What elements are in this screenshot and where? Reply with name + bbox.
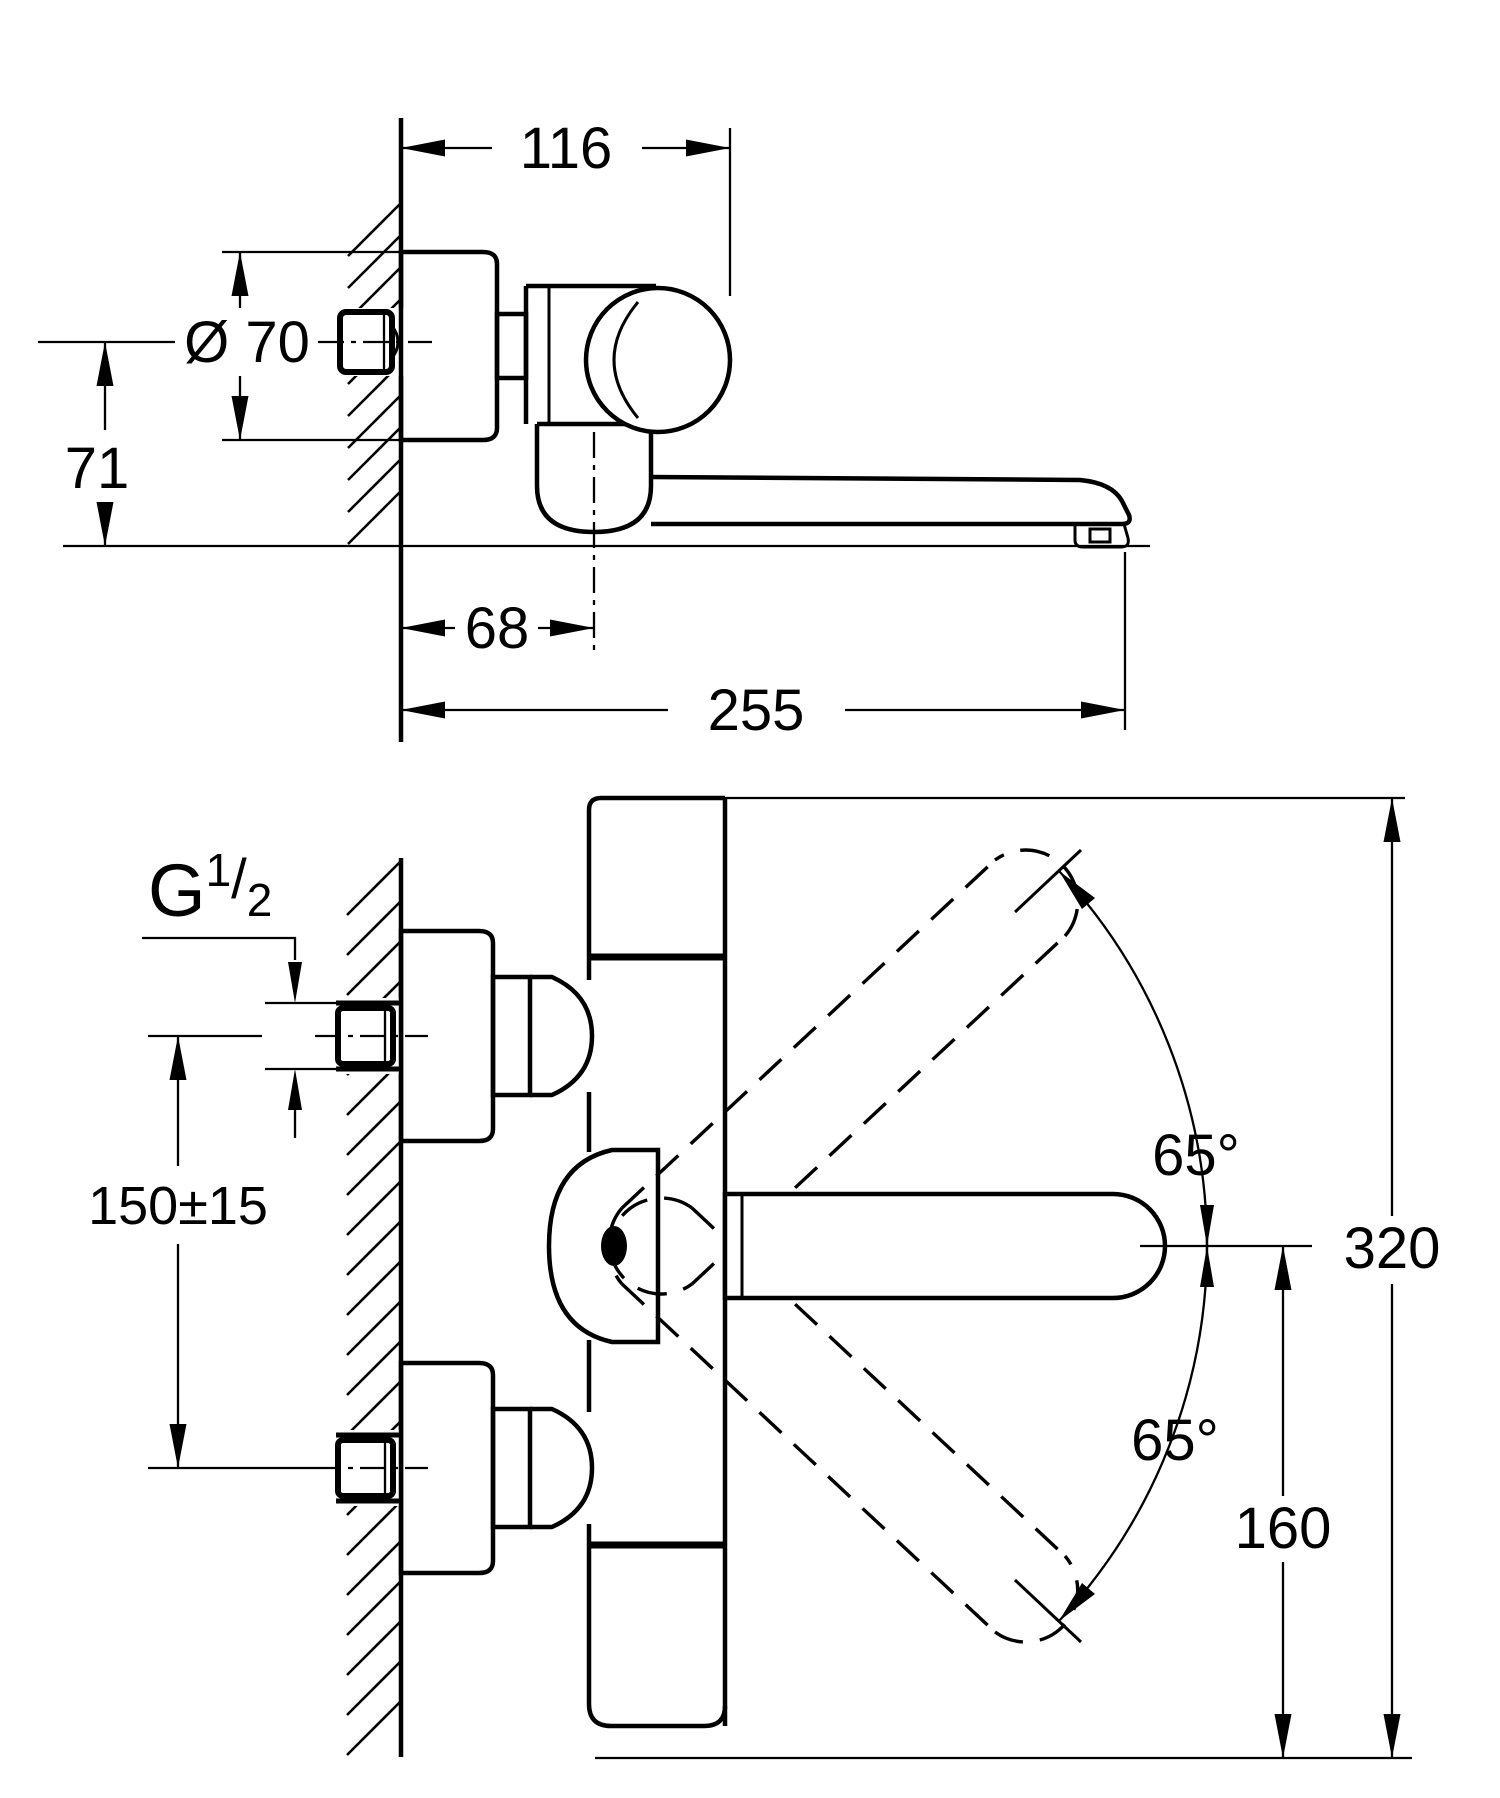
body-bottom-block [586,1545,728,1729]
thread-size-callout: G1/2 [142,844,338,1138]
dim-70-label: Ø 70 [184,310,310,375]
lower-check-valve-dome [530,1406,595,1530]
dim-71: 71 [38,340,175,546]
upper-inlet-connection [315,928,595,1144]
thread-size-label: G1/2 [148,844,272,932]
lower-flange [398,1360,496,1576]
swivel-angle-upper: 65° [1058,870,1240,1247]
sensor-window [601,1226,627,1266]
dim-68: 68 [401,432,596,661]
handle-knob [583,285,733,435]
dim-65-upper-label: 65° [1152,1123,1240,1188]
dim-160-label: 160 [1235,1496,1332,1561]
dim-150: 150±15 [88,1034,315,1470]
lower-neck [490,1406,533,1530]
dim-65-lower-label: 65° [1131,1408,1219,1473]
dim-116: 116 [401,116,732,296]
dim-70: Ø 70 [184,250,401,442]
side-view: 116 Ø 70 71 68 [38,116,1150,743]
wall-hatching-front [346,861,401,1756]
lower-angle-tick [1013,1578,1083,1644]
dim-71-label: 71 [65,436,130,501]
dim-255-label: 255 [708,678,805,743]
upper-check-valve-dome [530,974,595,1098]
spout-profile [650,474,1132,527]
dim-68-label: 68 [465,596,530,661]
mixer-body [546,795,728,1729]
dim-160: 160 [1235,1246,1332,1758]
dim-320: 320 [725,796,1441,1758]
swivel-spout-upper-dashed [607,848,1083,1296]
mounting-flange [398,249,500,443]
dim-116-label: 116 [520,116,612,181]
upper-angle-tick [1013,848,1083,914]
lower-inlet-connection [315,1360,595,1576]
spout-front [722,1191,1168,1301]
spout-aerator [1073,523,1130,549]
upper-flange [398,928,496,1144]
handle-knob-inner-arc [612,301,640,419]
front-view: 65° 65° G1/2 [88,795,1441,1760]
upper-neck [490,974,533,1098]
dim-150-label: 150±15 [88,1176,268,1236]
dim-320-label: 320 [1344,1216,1441,1281]
aerator-outlet [1088,527,1112,544]
body-neck [494,311,529,381]
swivel-spout-lower-dashed [607,1196,1083,1644]
body-top-block [586,795,725,957]
dim-255: 255 [401,552,1127,743]
swivel-angle-lower: 65° [1058,1245,1219,1622]
